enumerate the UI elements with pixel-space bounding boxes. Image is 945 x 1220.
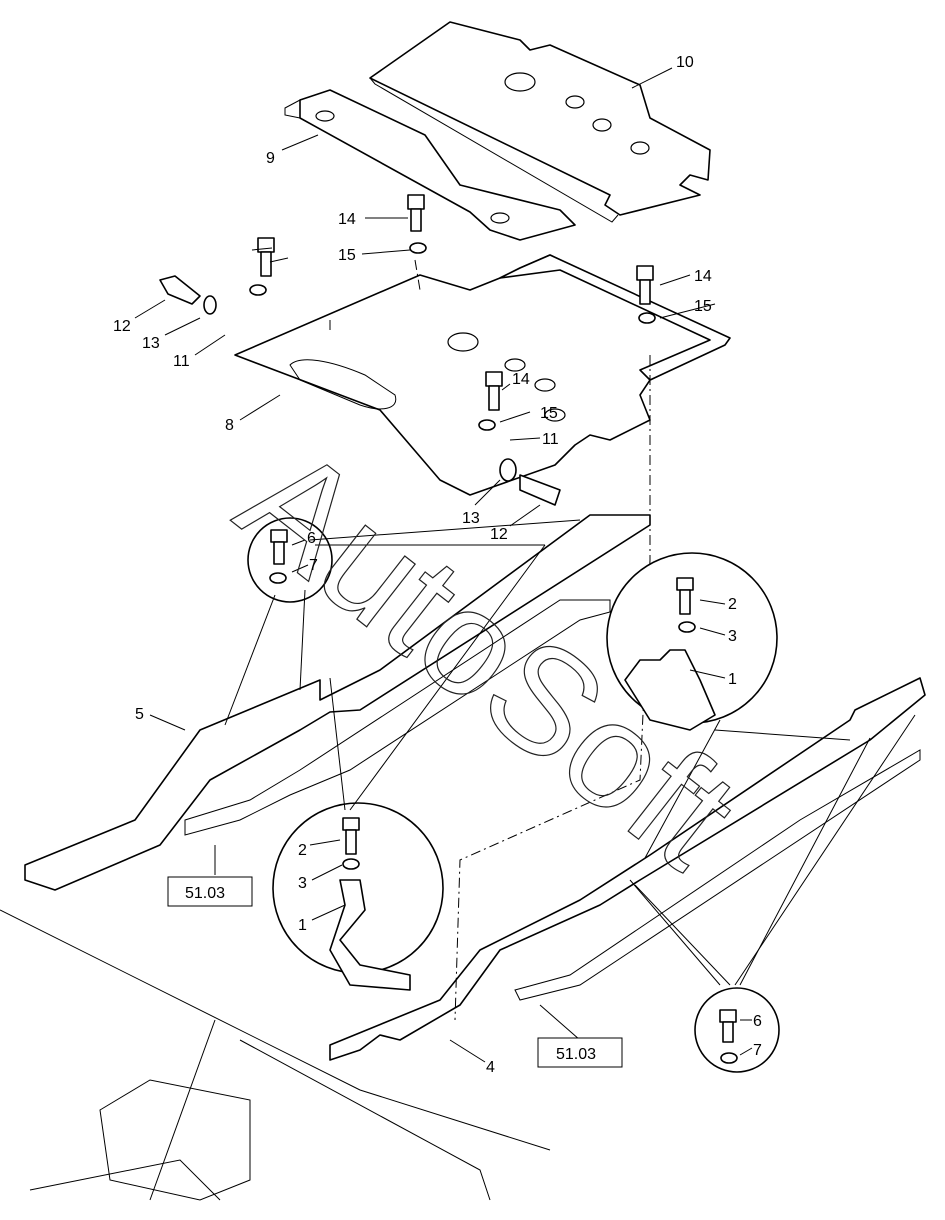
callout-1: 1 (728, 671, 737, 688)
leader-lines (134, 67, 916, 1201)
plate-10 (369, 21, 711, 223)
callout-14: 14 (694, 268, 712, 285)
callout-6: 6 (307, 530, 316, 547)
callout-3: 3 (298, 875, 307, 892)
clamp-1-right (624, 649, 716, 731)
reference-box-left[interactable]: 51.03 (167, 876, 253, 907)
clamp-1-left (329, 879, 411, 991)
chassis (0, 909, 551, 1201)
plate-9 (284, 89, 576, 241)
reference-box-right[interactable]: 51.03 (537, 1037, 623, 1068)
detail-circle-6-7-left (247, 517, 333, 603)
rail-4 (329, 677, 926, 1061)
callout-14: 14 (338, 211, 356, 228)
callout-13: 13 (142, 335, 160, 352)
callout-15: 15 (694, 298, 712, 315)
plate-8 (234, 254, 731, 496)
callout-7: 7 (753, 1042, 762, 1059)
detail-circle-6-7-right (694, 987, 780, 1073)
callout-10: 10 (676, 54, 694, 71)
callout-15: 15 (540, 405, 558, 422)
reference-label: 51.03 (556, 1046, 596, 1063)
callout-8: 8 (225, 417, 234, 434)
callout-13: 13 (462, 510, 480, 527)
callout-3: 3 (728, 628, 737, 645)
callout-9: 9 (266, 150, 275, 167)
callout-7: 7 (309, 557, 318, 574)
callout-2: 2 (728, 596, 737, 613)
callout-4: 4 (486, 1059, 495, 1076)
callout-2: 2 (298, 842, 307, 859)
callout-14: 14 (512, 371, 530, 388)
callout-1: 1 (298, 917, 307, 934)
callout-5: 5 (135, 706, 144, 723)
callout-12: 12 (490, 526, 508, 543)
callout-12: 12 (113, 318, 131, 335)
bolts (159, 194, 738, 1064)
callout-labels: 10 9 14 15 14 15 12 13 11 8 14 15 11 13 … (113, 54, 762, 1076)
callout-15: 15 (338, 247, 356, 264)
reference-label: 51.03 (185, 885, 225, 902)
callout-6: 6 (753, 1013, 762, 1030)
callout-11: 11 (542, 431, 559, 448)
callout-11: 11 (173, 353, 190, 370)
